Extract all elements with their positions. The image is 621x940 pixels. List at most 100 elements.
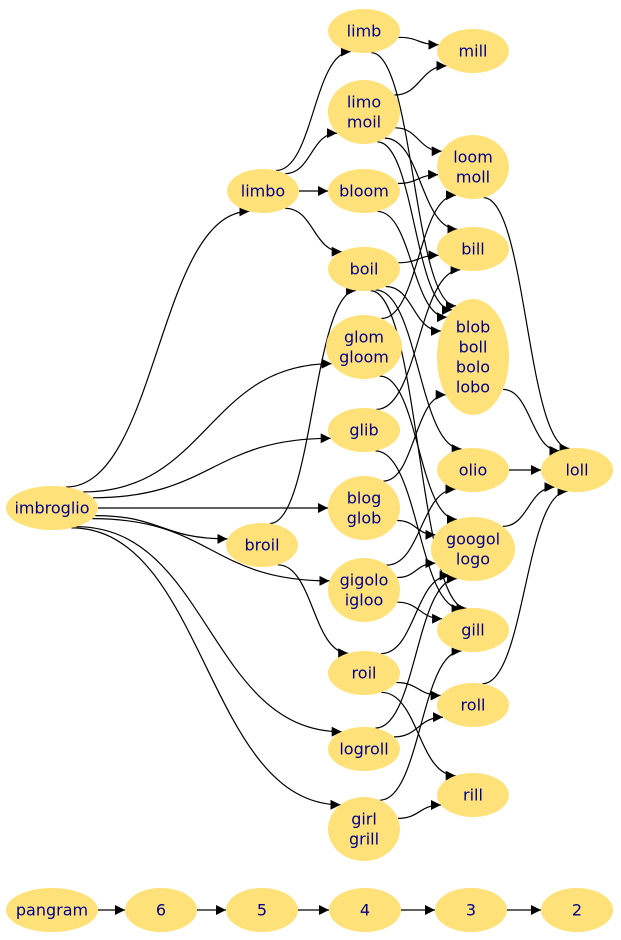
node-label-blogglob-1: glob (347, 509, 382, 528)
node-label-broil-0: broil (244, 536, 279, 555)
node-label-blob-1: boll (459, 338, 488, 357)
node-shape-n4 (329, 888, 401, 932)
node-shape-limomoil (328, 80, 400, 144)
edge-limomoil-to-bill (384, 137, 458, 235)
node-boil: boil (328, 247, 400, 291)
node-roll: roll (437, 683, 509, 727)
node-label-n5-0: 5 (257, 901, 267, 920)
node-shape-limbo (227, 169, 299, 213)
edge-boil-to-olio (375, 289, 462, 455)
node-label-loll-0: loll (565, 461, 588, 480)
node-label-googollogo-1: logo (456, 550, 490, 569)
node-shape-pangram (6, 888, 98, 932)
node-n2: 2 (541, 888, 613, 932)
node-bloom: bloom (328, 169, 400, 213)
node-label-loommoll-1: moll (456, 168, 490, 187)
edge-limbo-to-limomoil (285, 128, 338, 175)
node-label-n6-0: 6 (156, 901, 166, 920)
node-label-glomgloom-0: glom (344, 328, 384, 347)
node-label-loommoll-0: loom (453, 148, 493, 167)
edge-girlgrill-to-rill (397, 800, 441, 819)
node-label-mill-0: mill (459, 42, 488, 61)
edge-broil-to-boil (269, 285, 357, 525)
node-shape-bloom (328, 169, 400, 213)
edge-limbo-to-limb (275, 46, 352, 172)
edge-limbo-to-boil (285, 207, 342, 257)
edge-layer (65, 36, 570, 915)
node-imbroglio: imbroglio (6, 486, 98, 530)
node-label-girlgrill-0: girl (351, 810, 377, 829)
node-bill: bill (437, 227, 509, 271)
node-shape-n3 (435, 888, 507, 932)
node-shape-roll (437, 683, 509, 727)
node-label-blob-3: lobo (456, 378, 490, 397)
node-gill: gill (437, 608, 509, 652)
node-shape-rill (437, 773, 509, 817)
node-olio: olio (437, 448, 509, 492)
node-label-roll-0: roll (461, 696, 486, 715)
node-shape-blogglob (328, 476, 400, 540)
node-shape-gill (437, 608, 509, 652)
edge-blogglob-to-googollogo (397, 519, 436, 540)
edge-limb-to-blob (371, 52, 456, 311)
node-label-olio-0: olio (459, 461, 487, 480)
edge-imbroglio-to-girlgrill (71, 527, 341, 810)
node-label-blob-0: blob (456, 318, 491, 337)
node-label-gigoloigloo-0: gigolo (340, 571, 389, 590)
node-rill: rill (437, 773, 509, 817)
node-n6: 6 (125, 888, 197, 932)
edge-glomgloom-to-loommoll (381, 190, 456, 320)
node-n4: 4 (329, 888, 401, 932)
node-shape-loommoll (437, 135, 509, 199)
edge-roll-to-loll (482, 486, 568, 685)
edge-girlgrill-to-gill (379, 645, 462, 801)
node-shape-imbroglio (6, 486, 98, 530)
edge-blogglob-to-blob (383, 389, 446, 482)
edge-logroll-to-googollogo (375, 573, 457, 729)
edge-logroll-to-roll (393, 712, 444, 738)
node-shape-gigoloigloo (328, 558, 400, 622)
node-glib: glib (328, 408, 400, 452)
node-limb: limb (328, 9, 400, 53)
edge-imbroglio-to-gigoloigloo (92, 518, 330, 586)
edge-imbroglio-to-glomgloom (83, 358, 332, 493)
node-roil: roil (328, 651, 400, 695)
node-label-roil-0: roil (352, 664, 377, 683)
node-label-gigoloigloo-1: igloo (345, 591, 384, 610)
edge-boil-to-blob (385, 285, 441, 336)
edge-limomoil-to-mill (394, 60, 447, 96)
edge-gigoloigloo-to-gill (397, 601, 443, 624)
edge-bloom-to-blob (377, 210, 447, 323)
edge-loommoll-to-loll (483, 197, 570, 454)
edge-imbroglio-to-logroll (76, 526, 342, 737)
node-label-limbo-0: limbo (241, 182, 285, 201)
node-label-gill-0: gill (461, 621, 485, 640)
edge-limb-to-mill (398, 36, 439, 50)
node-shape-limb (328, 9, 400, 53)
node-shape-olio (437, 448, 509, 492)
node-label-blogglob-0: blog (347, 489, 382, 508)
node-shape-n6 (125, 888, 197, 932)
node-label-glib-0: glib (349, 421, 378, 440)
node-shape-glomgloom (326, 315, 402, 379)
node-label-googollogo-0: googol (446, 530, 500, 549)
edge-roil-to-roll (396, 681, 441, 701)
node-shape-blob (437, 299, 509, 415)
node-label-limb-0: limb (347, 22, 382, 41)
edge-blob-to-loll (502, 388, 560, 456)
edge-roil-to-googollogo (380, 570, 450, 655)
edge-glomgloom-to-googollogo (379, 375, 458, 525)
node-label-limomoil-0: limo (347, 93, 381, 112)
node-label-blob-2: bolo (456, 358, 490, 377)
node-label-rill-0: rill (463, 786, 483, 805)
node-label-pangram-0: pangram (16, 901, 88, 920)
node-shape-n2 (541, 888, 613, 932)
edge-imbroglio-to-glib (92, 433, 331, 499)
